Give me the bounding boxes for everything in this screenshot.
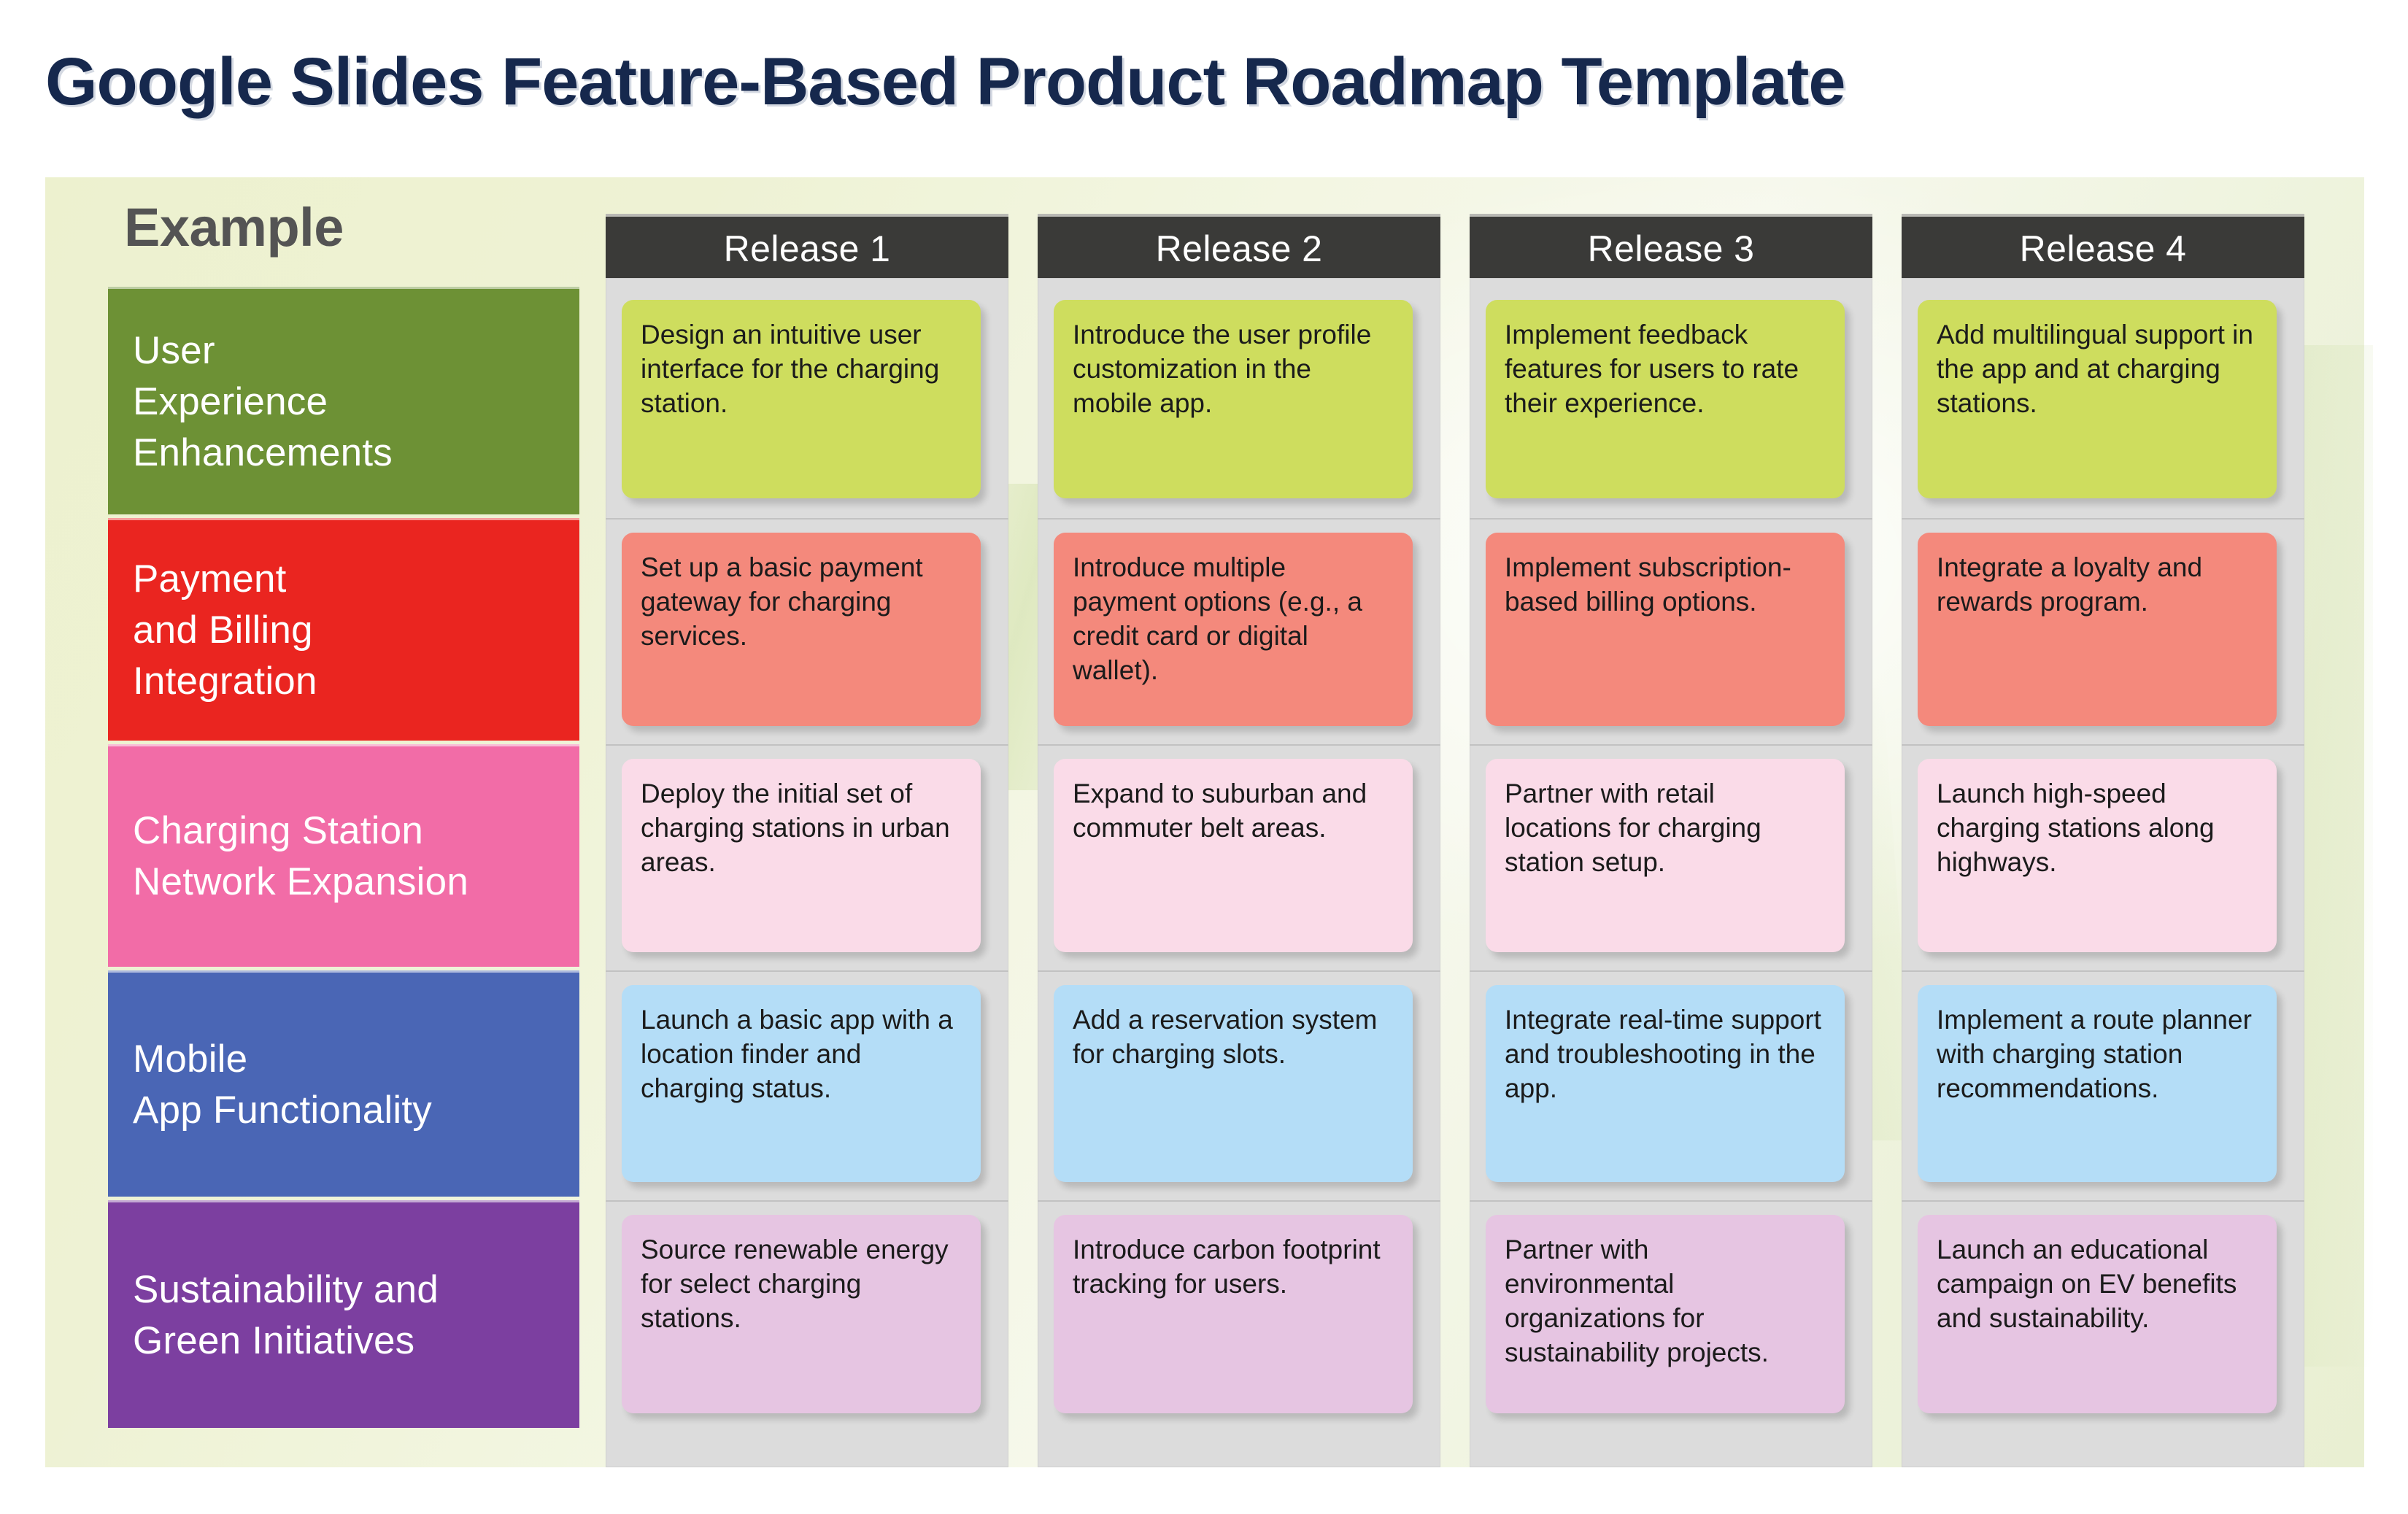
release-column-body-1: Design an intuitive user interface for t… xyxy=(606,278,1008,1467)
feature-card-r5-c4[interactable]: Launch an educational campaign on EV ben… xyxy=(1918,1215,2277,1413)
roadmap-cell-r2-c1: Set up a basic payment gateway for charg… xyxy=(606,518,1008,741)
roadmap-cell-r1-c1: Design an intuitive user interface for t… xyxy=(606,287,1008,514)
roadmap-cell-r3-c2: Expand to suburban and commuter belt are… xyxy=(1038,744,1440,967)
row-label-text: Charging Station Network Expansion xyxy=(133,809,469,903)
feature-card-r4-c2[interactable]: Add a reservation system for charging sl… xyxy=(1054,985,1413,1182)
feature-card-r4-c4[interactable]: Implement a route planner with charging … xyxy=(1918,985,2277,1182)
feature-card-r2-c1[interactable]: Set up a basic payment gateway for charg… xyxy=(622,533,981,726)
row-label-5[interactable]: Sustainability and Green Initiatives xyxy=(108,1200,579,1428)
roadmap-cell-r3-c1: Deploy the initial set of charging stati… xyxy=(606,744,1008,967)
roadmap-cell-r1-c4: Add multilingual support in the app and … xyxy=(1902,287,2304,514)
row-label-text: Sustainability and Green Initiatives xyxy=(133,1267,439,1362)
release-header-1[interactable]: Release 1 xyxy=(606,214,1008,278)
roadmap-cell-r4-c2: Add a reservation system for charging sl… xyxy=(1038,970,1440,1197)
row-label-text: Payment and Billing Integration xyxy=(133,557,317,703)
roadmap-cell-r2-c3: Implement subscription-based billing opt… xyxy=(1470,518,1872,741)
feature-card-r3-c4[interactable]: Launch high-speed charging stations alon… xyxy=(1918,759,2277,952)
feature-card-r4-c3[interactable]: Integrate real-time support and troubles… xyxy=(1486,985,1845,1182)
feature-card-r1-c2[interactable]: Introduce the user profile customization… xyxy=(1054,300,1413,498)
roadmap-cell-r5-c3: Partner with environmental organizations… xyxy=(1470,1200,1872,1428)
roadmap-cell-r2-c2: Introduce multiple payment options (e.g.… xyxy=(1038,518,1440,741)
release-header-2[interactable]: Release 2 xyxy=(1038,214,1440,278)
feature-card-r1-c4[interactable]: Add multilingual support in the app and … xyxy=(1918,300,2277,498)
release-header-3[interactable]: Release 3 xyxy=(1470,214,1872,278)
feature-card-r4-c1[interactable]: Launch a basic app with a location finde… xyxy=(622,985,981,1182)
feature-card-r5-c2[interactable]: Introduce carbon footprint tracking for … xyxy=(1054,1215,1413,1413)
release-column-body-2: Introduce the user profile customization… xyxy=(1038,278,1440,1467)
row-label-1[interactable]: User Experience Enhancements xyxy=(108,287,579,514)
feature-card-r1-c3[interactable]: Implement feedback features for users to… xyxy=(1486,300,1845,498)
feature-card-r5-c1[interactable]: Source renewable energy for select charg… xyxy=(622,1215,981,1413)
roadmap-cell-r3-c4: Launch high-speed charging stations alon… xyxy=(1902,744,2304,967)
roadmap-cell-r1-c3: Implement feedback features for users to… xyxy=(1470,287,1872,514)
feature-card-r2-c3[interactable]: Implement subscription-based billing opt… xyxy=(1486,533,1845,726)
page-title: Google Slides Feature-Based Product Road… xyxy=(45,45,1846,119)
roadmap-cell-r1-c2: Introduce the user profile customization… xyxy=(1038,287,1440,514)
roadmap-cell-r5-c4: Launch an educational campaign on EV ben… xyxy=(1902,1200,2304,1428)
row-label-4[interactable]: Mobile App Functionality xyxy=(108,970,579,1197)
feature-card-r3-c3[interactable]: Partner with retail locations for chargi… xyxy=(1486,759,1845,952)
feature-card-r5-c3[interactable]: Partner with environmental organizations… xyxy=(1486,1215,1845,1413)
roadmap-cell-r2-c4: Integrate a loyalty and rewards program. xyxy=(1902,518,2304,741)
roadmap-cell-r5-c2: Introduce carbon footprint tracking for … xyxy=(1038,1200,1440,1428)
row-label-text: Mobile App Functionality xyxy=(133,1037,432,1132)
roadmap-cell-r4-c1: Launch a basic app with a location finde… xyxy=(606,970,1008,1197)
release-column-body-3: Implement feedback features for users to… xyxy=(1470,278,1872,1467)
release-header-4[interactable]: Release 4 xyxy=(1902,214,2304,278)
row-label-text: User Experience Enhancements xyxy=(133,328,393,474)
roadmap-cell-r4-c3: Integrate real-time support and troubles… xyxy=(1470,970,1872,1197)
feature-card-r3-c2[interactable]: Expand to suburban and commuter belt are… xyxy=(1054,759,1413,952)
row-label-3[interactable]: Charging Station Network Expansion xyxy=(108,744,579,967)
feature-card-r2-c2[interactable]: Introduce multiple payment options (e.g.… xyxy=(1054,533,1413,726)
feature-card-r1-c1[interactable]: Design an intuitive user interface for t… xyxy=(622,300,981,498)
row-label-2[interactable]: Payment and Billing Integration xyxy=(108,518,579,741)
feature-card-r3-c1[interactable]: Deploy the initial set of charging stati… xyxy=(622,759,981,952)
example-label: Example xyxy=(124,197,344,258)
feature-card-r2-c4[interactable]: Integrate a loyalty and rewards program. xyxy=(1918,533,2277,726)
roadmap-cell-r5-c1: Source renewable energy for select charg… xyxy=(606,1200,1008,1428)
release-column-body-4: Add multilingual support in the app and … xyxy=(1902,278,2304,1467)
roadmap-cell-r3-c3: Partner with retail locations for chargi… xyxy=(1470,744,1872,967)
roadmap-cell-r4-c4: Implement a route planner with charging … xyxy=(1902,970,2304,1197)
